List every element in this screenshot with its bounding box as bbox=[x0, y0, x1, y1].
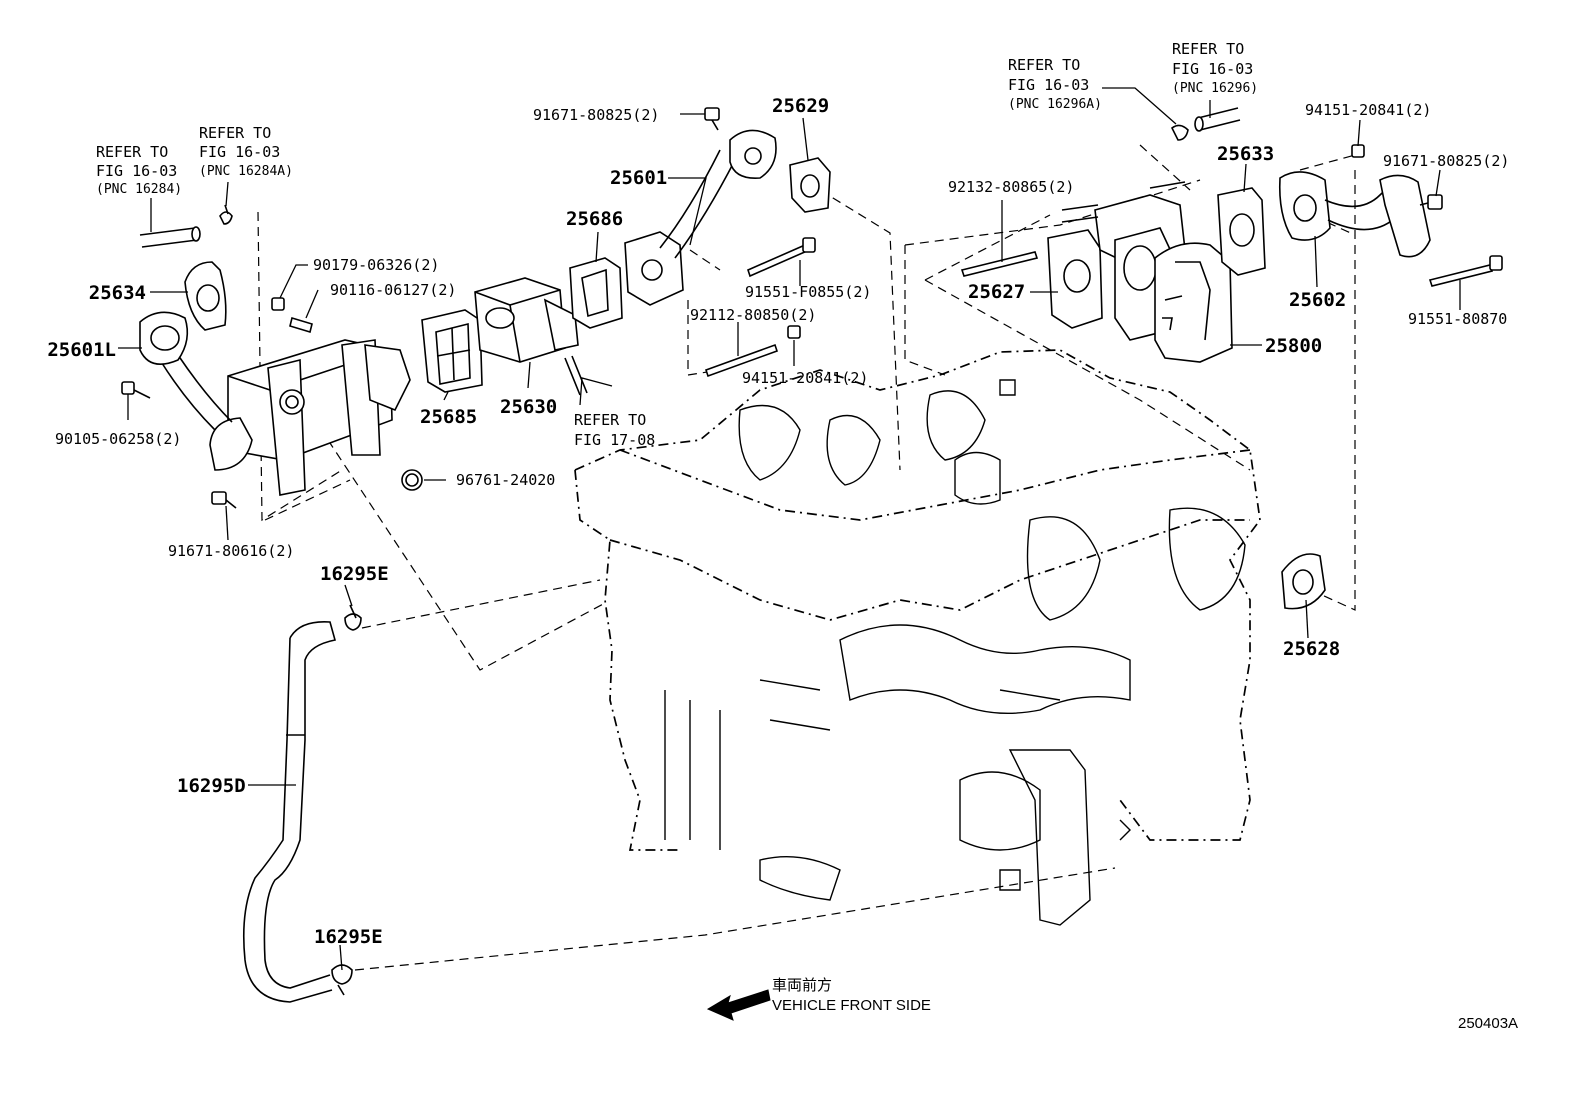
bolt-91671-80616 bbox=[211, 491, 237, 509]
bolt-91551-F0855 bbox=[747, 237, 816, 278]
leader-lines bbox=[118, 87, 1461, 971]
refer-line1: REFER TO bbox=[574, 411, 646, 429]
bolt-91551-80870 bbox=[1428, 255, 1503, 287]
clamp-16296A bbox=[1170, 124, 1189, 141]
orientation-english: VEHICLE FRONT SIDE bbox=[772, 997, 931, 1014]
label-25601L: 25601L bbox=[47, 339, 116, 361]
refer-line1: REFER TO bbox=[199, 124, 271, 142]
clamp-16284A bbox=[219, 204, 233, 225]
label-25629: 25629 bbox=[772, 95, 829, 117]
egr-pipe-25602 bbox=[1278, 171, 1431, 258]
label-91671-80616: 91671-80616(2) bbox=[168, 542, 294, 560]
label-92112-80850: 92112-80850(2) bbox=[690, 306, 816, 324]
gasket-25629 bbox=[789, 157, 831, 213]
refer-note-fig-17-08: REFER TO FIG 17-08 bbox=[574, 411, 655, 449]
label-90116-06127: 90116-06127(2) bbox=[330, 281, 456, 299]
refer-note-16296A: REFER TO FIG 16-03 (PNC 16296A) bbox=[1008, 56, 1102, 112]
throttle-body-25800 bbox=[1061, 181, 1233, 363]
label-92132-80865: 92132-80865(2) bbox=[948, 178, 1074, 196]
label-25800: 25800 bbox=[1265, 335, 1322, 357]
label-91551-80870: 91551-80870 bbox=[1408, 310, 1507, 328]
stud-92112 bbox=[704, 343, 779, 378]
gasket-25634 bbox=[184, 261, 227, 331]
label-91671-80825-b: 91671-80825(2) bbox=[1383, 152, 1509, 170]
refer-line2: FIG 16-03 bbox=[1008, 76, 1089, 94]
label-25633: 25633 bbox=[1217, 143, 1274, 165]
label-91551-F0855: 91551-F0855(2) bbox=[745, 283, 871, 301]
refer-line1: REFER TO bbox=[1008, 56, 1080, 74]
clamp-16295E-upper bbox=[344, 604, 362, 631]
egr-cooler-25601L bbox=[139, 311, 411, 496]
egr-valve-25630 bbox=[474, 277, 588, 396]
vehicle-front-indicator: 車両前方 VEHICLE FRONT SIDE bbox=[706, 977, 931, 1021]
label-16295E-upper: 16295E bbox=[320, 563, 389, 585]
label-16295E-lower: 16295E bbox=[314, 926, 383, 948]
refer-line2: FIG 16-03 bbox=[96, 162, 177, 180]
refer-line3: (PNC 16284A) bbox=[199, 164, 293, 179]
refer-line1: REFER TO bbox=[1172, 40, 1244, 58]
stud-90116 bbox=[289, 316, 313, 334]
gasket-25627 bbox=[1047, 229, 1103, 329]
label-25627: 25627 bbox=[968, 281, 1025, 303]
refer-line2: FIG 16-03 bbox=[199, 143, 280, 161]
refer-line3: (PNC 16296A) bbox=[1008, 97, 1102, 112]
label-25602: 25602 bbox=[1289, 289, 1346, 311]
gasket-25633 bbox=[1217, 187, 1266, 276]
label-91671-80825-a: 91671-80825(2) bbox=[533, 106, 659, 124]
front-arrow-icon bbox=[706, 989, 771, 1021]
hose-16296 bbox=[1194, 107, 1241, 132]
bolt-91671-80825-a bbox=[704, 107, 720, 131]
refer-line3: (PNC 16296) bbox=[1172, 81, 1258, 96]
label-94151-20841-b: 94151-20841(2) bbox=[1305, 101, 1431, 119]
label-25630: 25630 bbox=[500, 396, 557, 418]
gasket-25686 bbox=[569, 257, 623, 329]
label-16295D: 16295D bbox=[177, 775, 246, 797]
label-25686: 25686 bbox=[566, 208, 623, 230]
refer-note-16284: REFER TO FIG 16-03 (PNC 16284) bbox=[96, 143, 182, 197]
refer-line2: FIG 17-08 bbox=[574, 431, 655, 449]
bolt-91671-80825-b bbox=[1419, 194, 1443, 210]
label-25601: 25601 bbox=[610, 167, 667, 189]
bolt-90179 bbox=[271, 297, 285, 311]
bolt-90105 bbox=[121, 381, 151, 399]
figure-code: 250403A bbox=[1458, 1015, 1518, 1032]
egr-pipe-25601 bbox=[624, 129, 777, 306]
refer-line3: (PNC 16284) bbox=[96, 182, 182, 197]
label-25628: 25628 bbox=[1283, 638, 1340, 660]
stud-92132 bbox=[960, 251, 1039, 277]
gasket-25628 bbox=[1281, 553, 1326, 610]
engine-block-phantom bbox=[574, 349, 1261, 926]
nut-94151-a bbox=[787, 325, 801, 339]
orientation-japanese: 車両前方 bbox=[772, 977, 832, 994]
refer-line2: FIG 16-03 bbox=[1172, 60, 1253, 78]
refer-note-16296: REFER TO FIG 16-03 (PNC 16296) bbox=[1172, 40, 1258, 96]
label-90105-06258: 90105-06258(2) bbox=[55, 430, 181, 448]
label-25634: 25634 bbox=[89, 282, 146, 304]
hose-16295D bbox=[242, 621, 337, 1003]
hose-16284 bbox=[139, 226, 201, 248]
callout-labels: 25601L 25634 90179-06326(2) 90116-06127(… bbox=[47, 95, 1509, 948]
gasket-25685 bbox=[421, 309, 483, 393]
label-25685: 25685 bbox=[420, 406, 477, 428]
label-96761-24020: 96761-24020 bbox=[456, 471, 555, 489]
refer-line1: REFER TO bbox=[96, 143, 168, 161]
nut-94151-b bbox=[1351, 144, 1365, 158]
label-94151-20841-a: 94151-20841(2) bbox=[742, 369, 868, 387]
refer-note-16284A: REFER TO FIG 16-03 (PNC 16284A) bbox=[199, 124, 293, 179]
oring-96761 bbox=[401, 469, 423, 491]
label-90179-06326: 90179-06326(2) bbox=[313, 256, 439, 274]
